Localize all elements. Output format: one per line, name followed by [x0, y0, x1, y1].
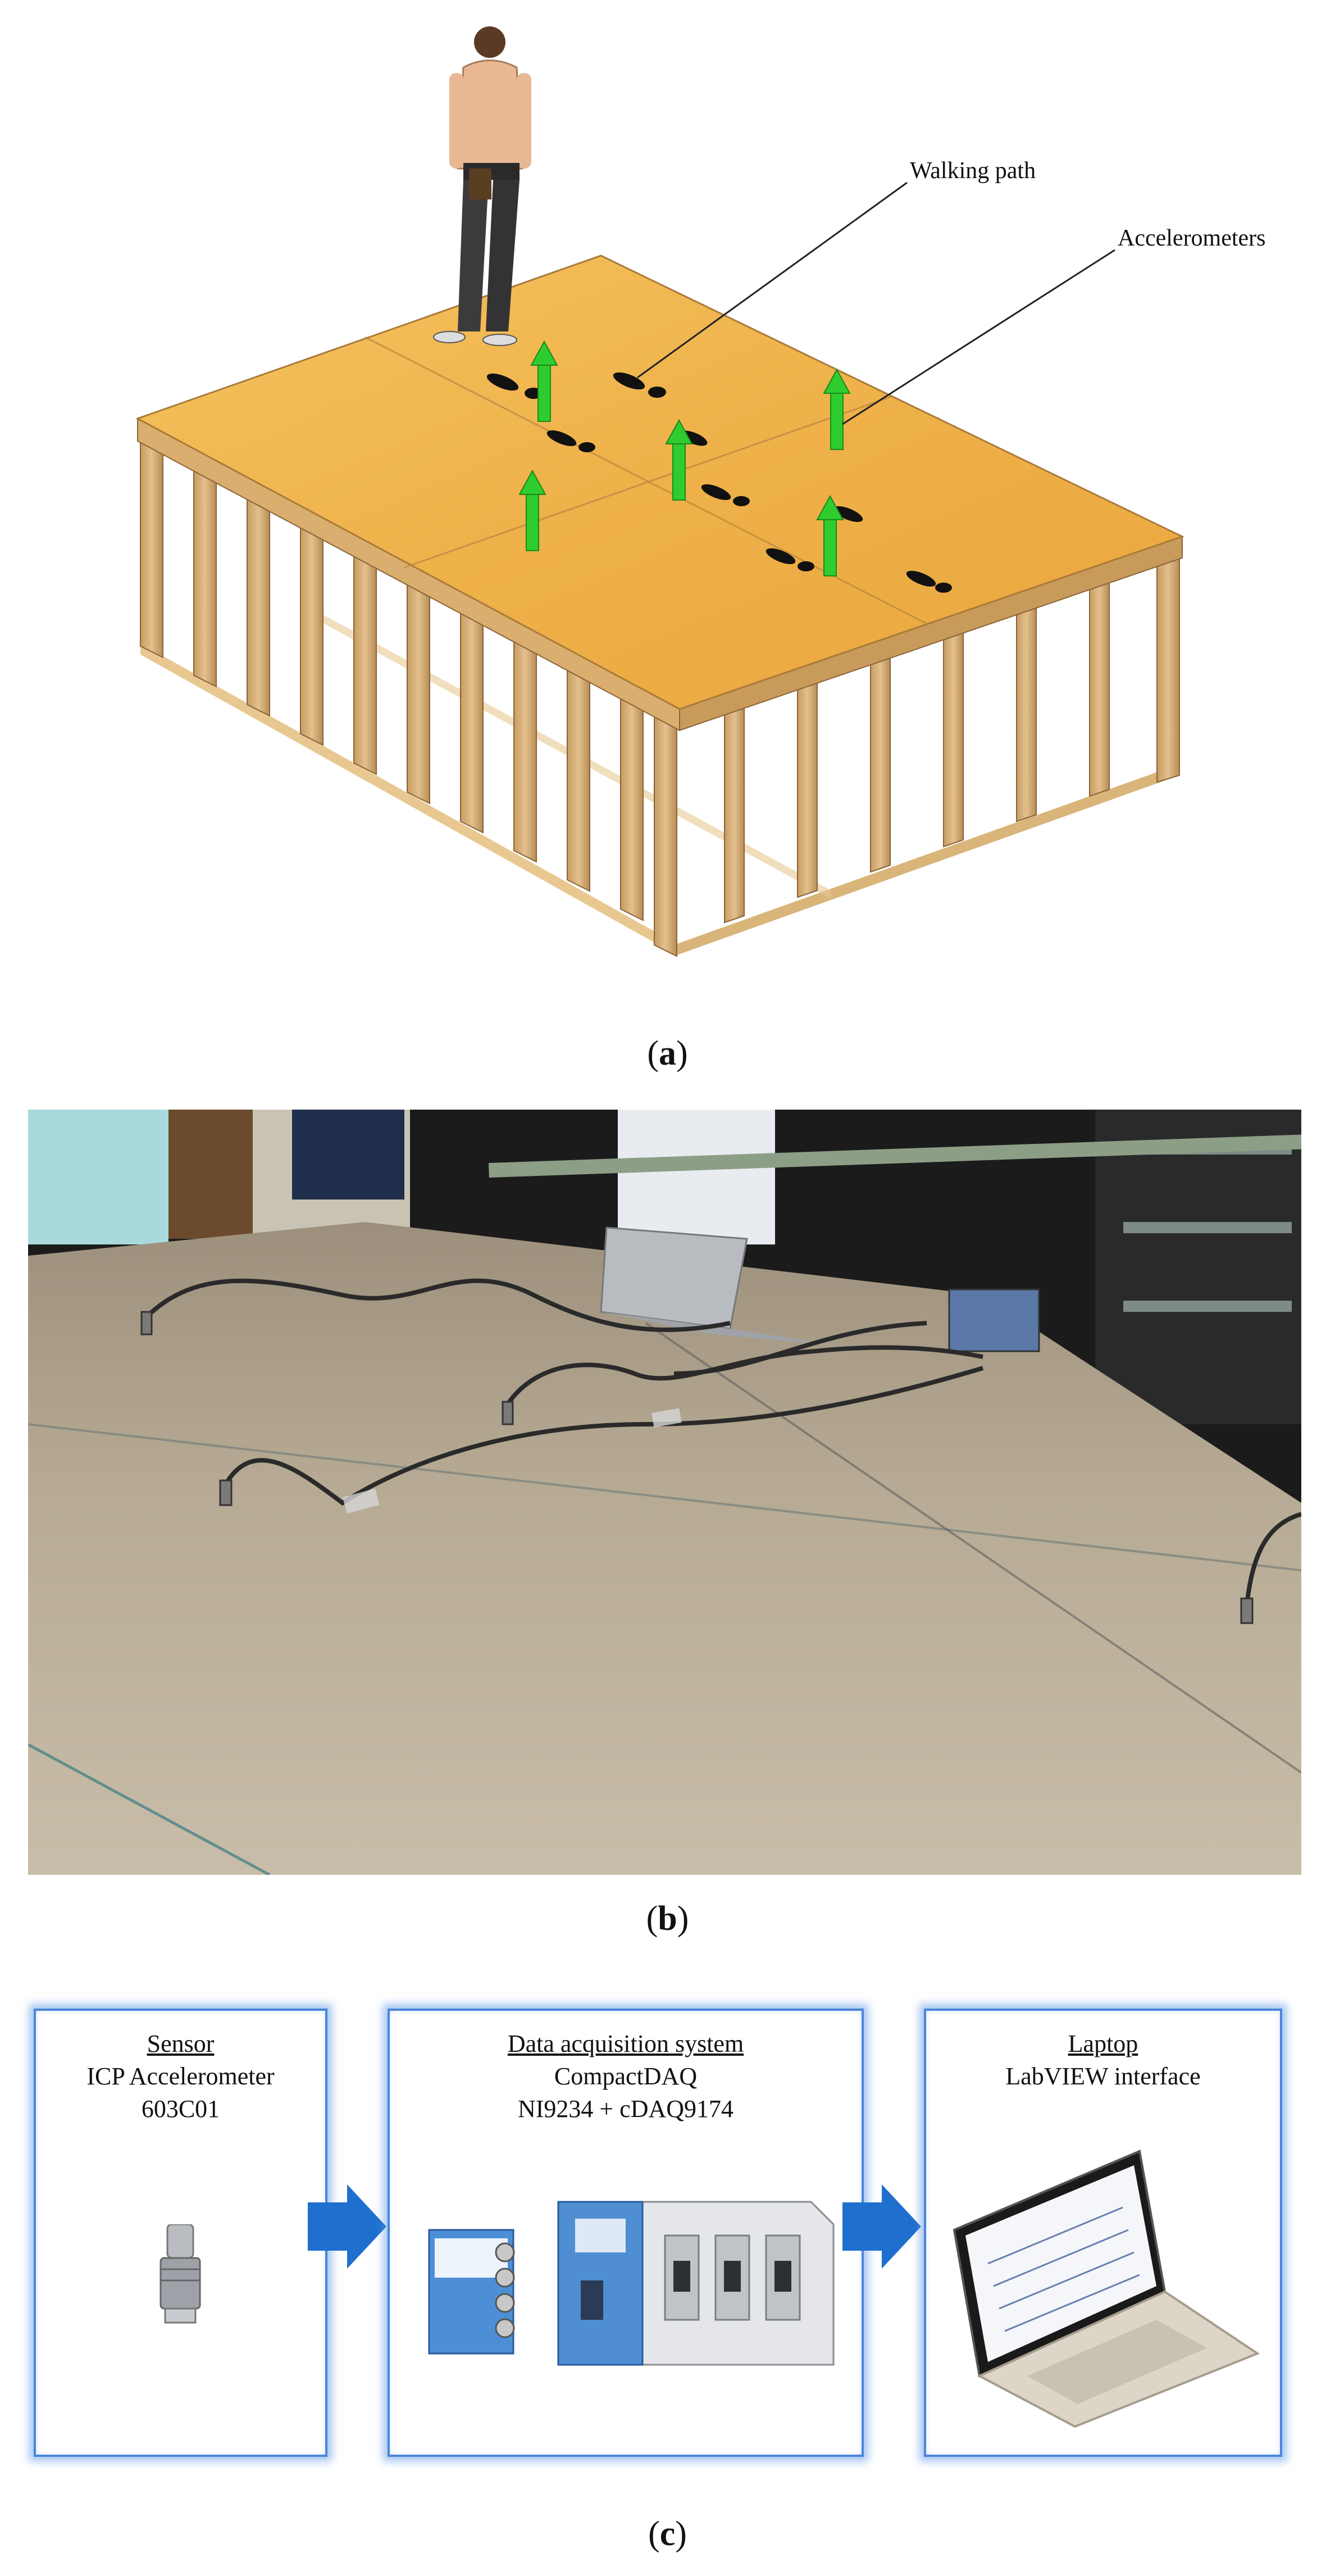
person-figure: [433, 26, 531, 346]
daq-title: Data acquisition system: [507, 2030, 744, 2057]
lab-floor-photo: [28, 1110, 1301, 1875]
accelerometers-label: Accelerometers: [1118, 225, 1266, 251]
laptop-box: Laptop LabVIEW interface: [924, 2009, 1282, 2457]
caption-b: (b): [646, 1900, 689, 1938]
sensor-box: Sensor ICP Accelerometer 603C01: [34, 2009, 327, 2457]
accelerometers-leader: [842, 249, 1115, 425]
walking-path-label: Walking path: [910, 158, 1036, 184]
arrow-right-icon: [842, 2184, 921, 2269]
caption-a: (a): [647, 1034, 688, 1073]
accelerometer-arrows: [518, 340, 851, 576]
sensor-title: Sensor: [147, 2030, 215, 2057]
laptop-software: LabVIEW interface: [1005, 2062, 1201, 2090]
cdaq9174-chassis-image: [557, 2201, 835, 2366]
daq-box: Data acquisition system CompactDAQ NI923…: [388, 2009, 864, 2457]
caption-c: (c): [648, 2515, 687, 2553]
panel-b-photo: [28, 1110, 1301, 1875]
ni9234-module-image: [428, 2229, 515, 2355]
walking-path-leader: [637, 181, 908, 379]
daq-model: CompactDAQ: [554, 2062, 698, 2090]
accelerometer-image: [160, 2224, 201, 2324]
arrow-right-icon: [308, 2184, 386, 2269]
footprints: [486, 372, 952, 593]
daq-modules: NI9234 + cDAQ9174: [517, 2095, 734, 2123]
daq-hardware-image: [428, 2201, 835, 2366]
sensor-model: ICP Accelerometer: [86, 2062, 275, 2090]
sensor-part-number: 603C01: [141, 2095, 220, 2123]
floor-frame: [137, 417, 1183, 957]
laptop-title: Laptop: [1068, 2030, 1138, 2057]
panel-a-floor-model: Walking path Accelerometers: [0, 0, 1335, 978]
laptop-image: [953, 2150, 1260, 2428]
floor-model-illustration: [135, 26, 1184, 957]
floor-deck: [135, 255, 1184, 710]
